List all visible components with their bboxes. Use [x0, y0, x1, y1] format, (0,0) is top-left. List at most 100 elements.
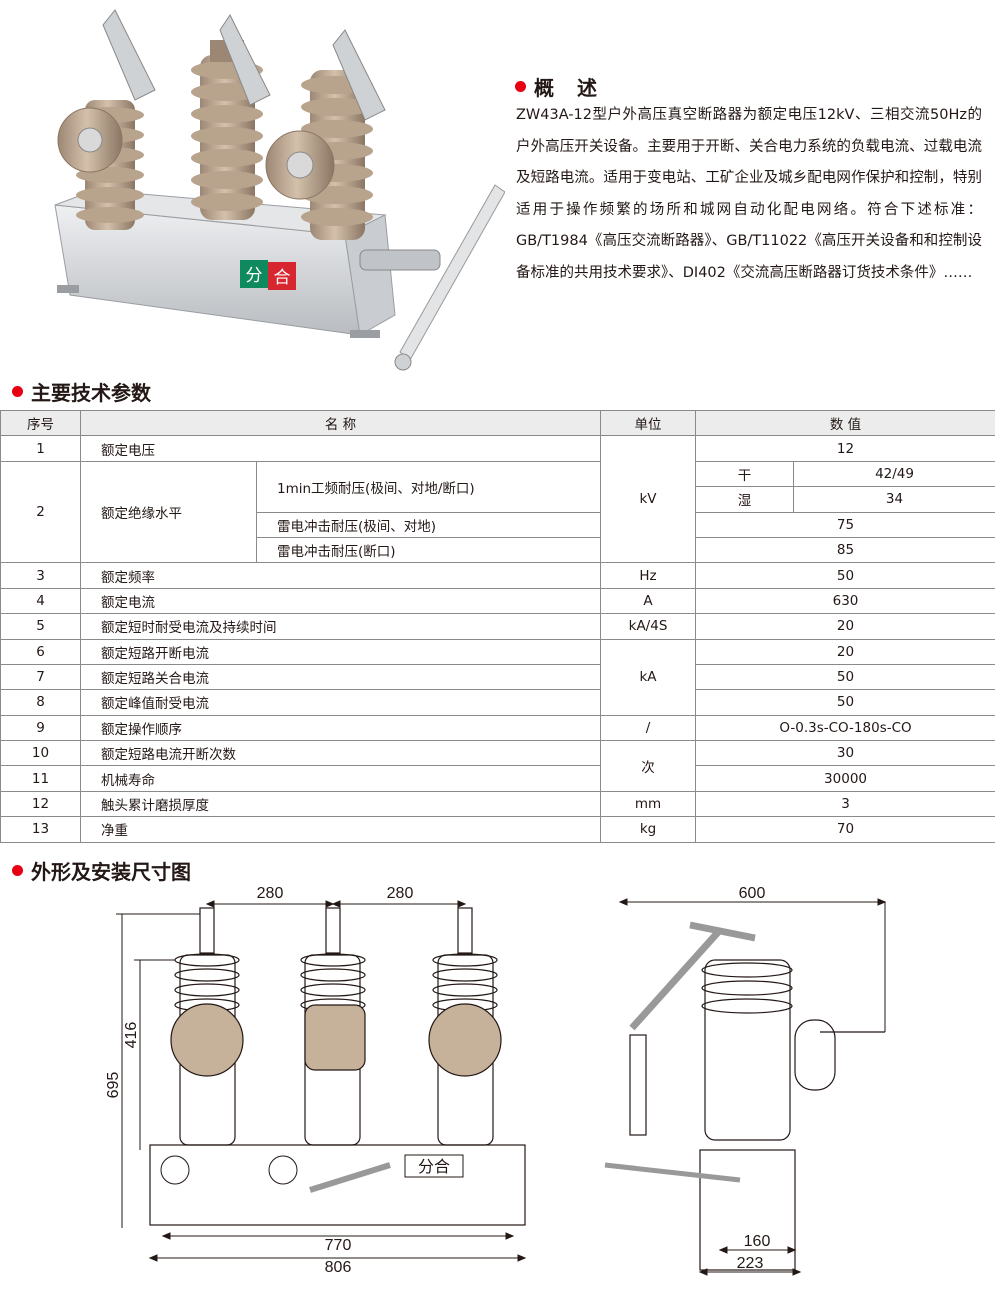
row-value: 12	[696, 436, 995, 461]
table-row: 10 额定短路电流开断次数 次 30	[1, 741, 995, 766]
header-unit: 单位	[601, 411, 696, 436]
dim-600: 600	[739, 885, 766, 902]
table-row: 8 额定峰值耐受电流 50	[1, 690, 995, 715]
row-unit: mm	[601, 791, 696, 816]
dim-280b: 280	[387, 885, 414, 902]
table-row: 3 额定频率 Hz 50	[1, 563, 995, 588]
table-row: 1 额定电压 kV 12	[1, 436, 995, 461]
row-value: 85	[696, 537, 995, 562]
overview-title: 概 述	[534, 72, 605, 101]
row-no: 11	[1, 766, 81, 791]
params-heading: 主要技术参数	[12, 377, 151, 406]
dim-770: 770	[325, 1237, 352, 1254]
table-row: 5 额定短时耐受电流及持续时间 kA/4S 20	[1, 614, 995, 639]
overview-text: ZW43A-12型户外高压真空断路器为额定电压12kV、三相交流50Hz的户外高…	[516, 100, 982, 289]
svg-text:分: 分	[246, 266, 263, 286]
row-no: 10	[1, 741, 81, 766]
dim-280a: 280	[257, 885, 284, 902]
row-no: 4	[1, 588, 81, 613]
row-wet-label: 湿	[696, 487, 794, 512]
row-dry-label: 干	[696, 461, 794, 486]
row-value: 42/49	[794, 461, 995, 486]
header-name: 名 称	[81, 411, 601, 436]
dim-416: 416	[123, 1022, 140, 1049]
row-value: 20	[696, 639, 995, 664]
table-row: 7 额定短路关合电流 50	[1, 664, 995, 689]
dim-223: 223	[737, 1255, 764, 1272]
row-name: 额定短时耐受电流及持续时间	[81, 614, 601, 639]
row-no: 9	[1, 715, 81, 740]
row-name: 额定短路电流开断次数	[81, 741, 601, 766]
row-unit: A	[601, 588, 696, 613]
row-no: 1	[1, 436, 81, 461]
row-value: 75	[696, 512, 995, 537]
row-no: 7	[1, 664, 81, 689]
row-unit: kV	[601, 436, 696, 563]
row-unit: Hz	[601, 563, 696, 588]
open-close-panel: 分 合	[240, 260, 296, 290]
row-value: 50	[696, 664, 995, 689]
row-name: 额定短路关合电流	[81, 664, 601, 689]
row-value: 50	[696, 690, 995, 715]
header-no: 序号	[1, 411, 81, 436]
front-view: 280 280 695 416	[105, 885, 525, 1276]
row-unit: 次	[601, 741, 696, 792]
row-subname: 雷电冲击耐压(断口)	[257, 537, 601, 562]
row-value: 70	[696, 817, 995, 842]
overview-heading: 概 述	[515, 72, 605, 101]
red-bullet-icon	[515, 81, 526, 92]
row-value: 630	[696, 588, 995, 613]
dim-160: 160	[744, 1233, 771, 1250]
row-name: 额定电流	[81, 588, 601, 613]
table-row: 12 触头累计磨损厚度 mm 3	[1, 791, 995, 816]
table-row: 9 额定操作顺序 / O-0.3s-CO-180s-CO	[1, 715, 995, 740]
row-value: 3	[696, 791, 995, 816]
row-unit: kA/4S	[601, 614, 696, 639]
row-no: 12	[1, 791, 81, 816]
row-name: 额定操作顺序	[81, 715, 601, 740]
row-name: 额定电压	[81, 436, 601, 461]
table-row: 4 额定电流 A 630	[1, 588, 995, 613]
row-name: 额定峰值耐受电流	[81, 690, 601, 715]
row-value: 30	[696, 741, 995, 766]
row-name: 净重	[81, 817, 601, 842]
row-no: 2	[1, 461, 81, 563]
spec-table: 序号 名 称 单位 数 值 1 额定电压 kV 12 2 额定绝缘水平 1min…	[0, 410, 995, 843]
row-value: O-0.3s-CO-180s-CO	[696, 715, 995, 740]
pole-middle	[191, 15, 270, 220]
row-unit: /	[601, 715, 696, 740]
dimension-drawing: 280 280 695 416	[0, 880, 995, 1287]
row-no: 8	[1, 690, 81, 715]
dim-695: 695	[105, 1072, 122, 1099]
table-row: 11 机械寿命 30000	[1, 766, 995, 791]
row-name: 机械寿命	[81, 766, 601, 791]
header-value: 数 值	[696, 411, 995, 436]
row-no: 5	[1, 614, 81, 639]
row-value: 50	[696, 563, 995, 588]
row-name: 触头累计磨损厚度	[81, 791, 601, 816]
row-name: 额定频率	[81, 563, 601, 588]
product-photo: 分 合	[15, 0, 505, 375]
row-unit: kA	[601, 639, 696, 715]
params-title: 主要技术参数	[31, 377, 151, 406]
row-subname: 1min工频耐压(极间、对地/断口)	[257, 461, 601, 512]
row-name: 额定绝缘水平	[81, 461, 257, 563]
row-unit: kg	[601, 817, 696, 842]
svg-text:合: 合	[274, 268, 291, 288]
row-no: 13	[1, 817, 81, 842]
red-bullet-icon	[12, 386, 23, 397]
row-subname: 雷电冲击耐压(极间、对地)	[257, 512, 601, 537]
row-value: 20	[696, 614, 995, 639]
row-name: 额定短路开断电流	[81, 639, 601, 664]
row-no: 3	[1, 563, 81, 588]
row-value: 30000	[696, 766, 995, 791]
row-value: 34	[794, 487, 995, 512]
table-row: 2 额定绝缘水平 1min工频耐压(极间、对地/断口) 干 42/49	[1, 461, 995, 486]
table-row: 13 净重 kg 70	[1, 817, 995, 842]
table-row: 6 额定短路开断电流 kA 20	[1, 639, 995, 664]
table-header-row: 序号 名 称 单位 数 值	[1, 411, 995, 436]
side-view: 600 160 223	[605, 885, 885, 1275]
front-panel-label: 分合	[418, 1157, 450, 1176]
row-no: 6	[1, 639, 81, 664]
pole-left	[58, 10, 155, 230]
